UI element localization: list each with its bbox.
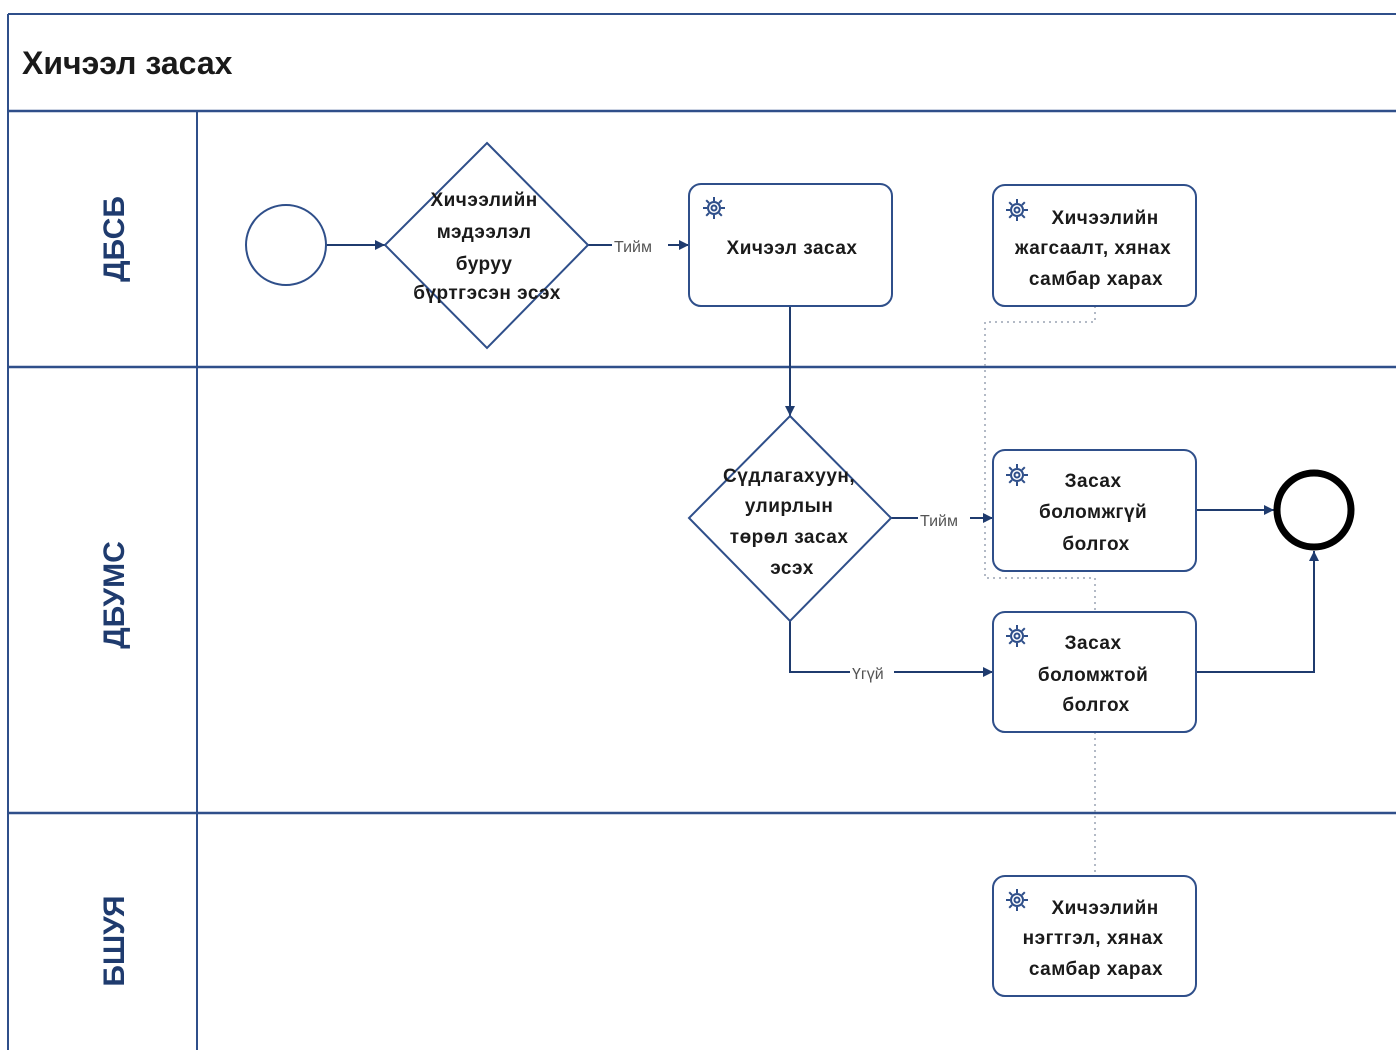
flow-label-yes2: Тийм <box>918 510 970 530</box>
task-edit-lesson[interactable]: Хичээл засах <box>688 183 893 307</box>
svg-text:Тийм: Тийм <box>614 239 652 256</box>
lane-label-dbums: ДБУМС <box>98 541 131 649</box>
end-event <box>1273 469 1355 551</box>
svg-text:Засах боломжтой бо: Засах боломжтой болгох <box>1038 633 1154 716</box>
lane-label-bshuya: БШУЯ <box>98 895 131 986</box>
task-view-lesson-list[interactable]: Хичээлийн жагсаалт, хянах самбар харах <box>992 184 1197 307</box>
pool <box>7 13 1396 1050</box>
svg-text:Тийм: Тийм <box>920 513 958 530</box>
flow-gateway2-no <box>789 621 993 677</box>
flow-can-to-end <box>1196 551 1319 673</box>
svg-text:Үгүй: Үгүй <box>852 666 884 683</box>
svg-text:Хичээлийн нэгтгэл, хянах: Хичээлийн нэгтгэл, хянах самбар харах <box>1023 898 1170 980</box>
diagram-title: Хичээл засах <box>22 45 233 81</box>
flow-label-no2: Үгүй <box>850 662 894 683</box>
start-event <box>245 204 327 286</box>
lane-label-dbsb: ДБСБ <box>98 196 131 282</box>
associations <box>984 306 1096 876</box>
task-make-not-editable[interactable]: Засах боломжгүй болгох <box>992 449 1197 572</box>
gateway-semester-edit: Сүдлагахуун, улирлын төрөл засах эсэх <box>687 414 893 623</box>
gateway-info-wrong: Хичээлийн мэдээлэл буруу бүртгэсэн эсэх <box>383 141 590 350</box>
sequence-flows <box>326 240 1319 677</box>
flow-label-yes1: Тийм <box>612 236 668 256</box>
svg-text:Засах боломжгүй бо: Засах боломжгүй болгох <box>1039 471 1153 555</box>
task-make-editable[interactable]: Засах боломжтой болгох <box>992 611 1197 733</box>
task-view-lesson-summary[interactable]: Хичээлийн нэгтгэл, хянах самбар харах <box>992 875 1197 997</box>
svg-text:Хичээл засах: Хичээл засах <box>727 238 858 259</box>
svg-text:Хичээлийн жагсаалт, хяна: Хичээлийн жагсаалт, хянах самбар харах <box>1014 208 1177 290</box>
svg-text:Хичээлийн мэдээлэл: Хичээлийн мэдээлэл буруу бүртгэсэн эсэх <box>413 190 561 304</box>
svg-text:Сүдлагахуун, улирлын: Сүдлагахуун, улирлын төрөл засах эсэх <box>723 466 861 579</box>
